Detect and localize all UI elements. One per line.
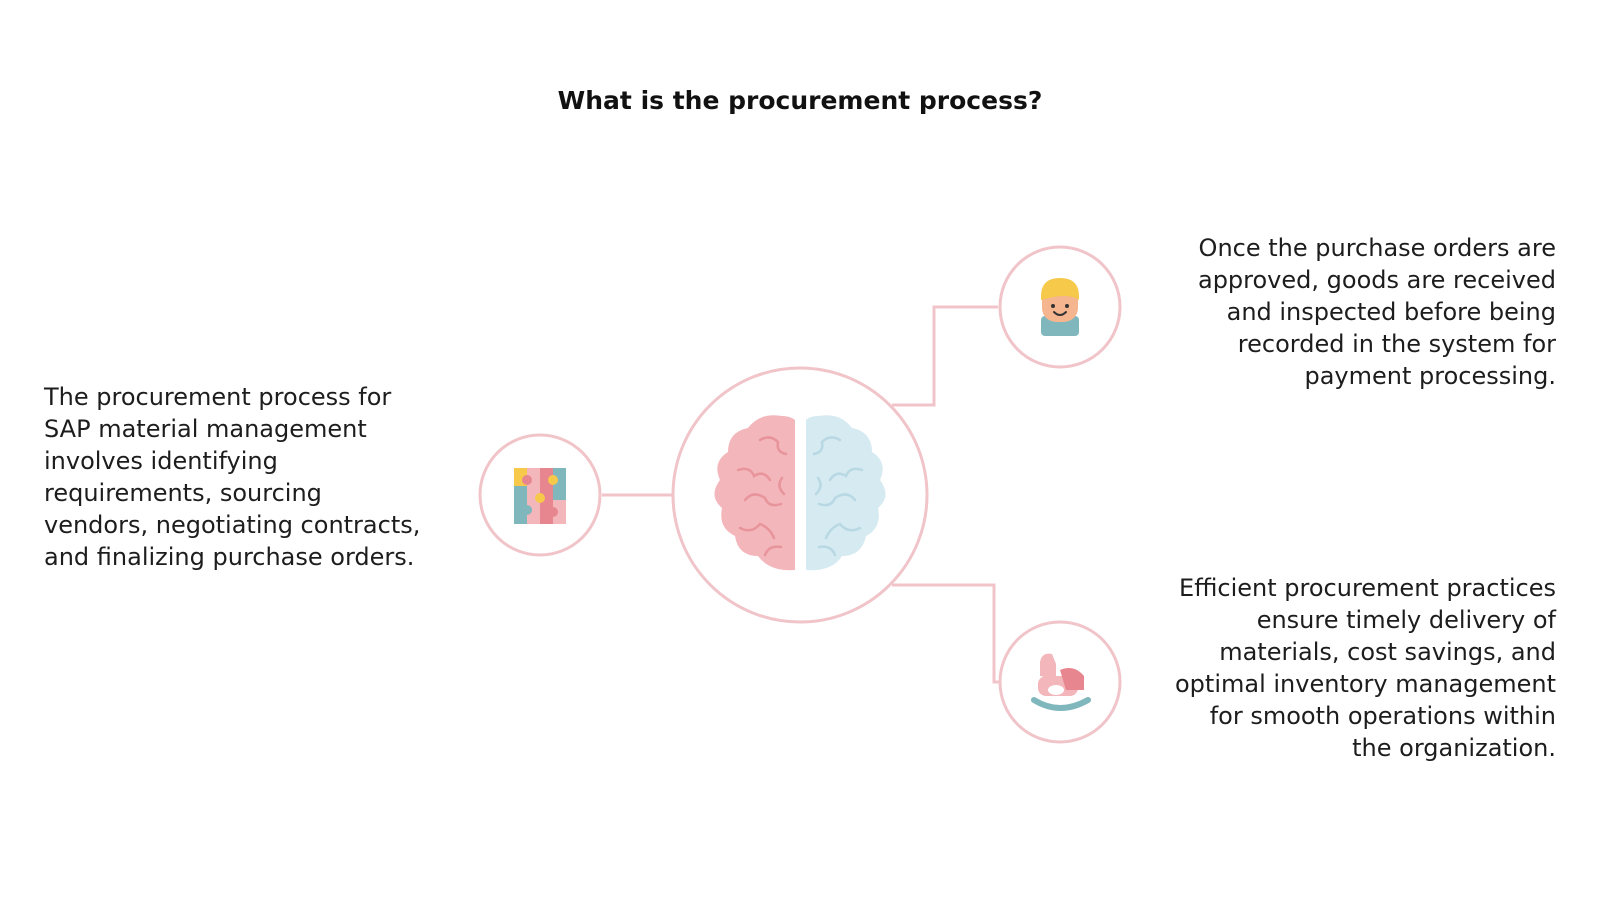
bottom-right-node: [998, 620, 1122, 744]
puzzle-icon: [514, 468, 566, 524]
bottom-right-node-text: Efficient procurement practices ensure t…: [1175, 574, 1556, 762]
rocking-horse-icon: [1031, 653, 1091, 711]
brain-icon: [714, 415, 886, 571]
page-title: What is the procurement process?: [557, 86, 1043, 115]
child-face-icon: [1041, 278, 1079, 336]
connector-bottom-right: [892, 583, 1000, 684]
center-circle: [671, 366, 929, 624]
left-node: [478, 433, 602, 557]
connector-top-right: [892, 305, 998, 407]
top-right-node-text: Once the purchase orders are approved, g…: [1197, 234, 1556, 390]
top-right-node: [998, 245, 1122, 369]
center-node: [671, 366, 929, 624]
left-node-text: The procurement process for SAP material…: [44, 383, 421, 571]
connectors: [602, 305, 1000, 684]
